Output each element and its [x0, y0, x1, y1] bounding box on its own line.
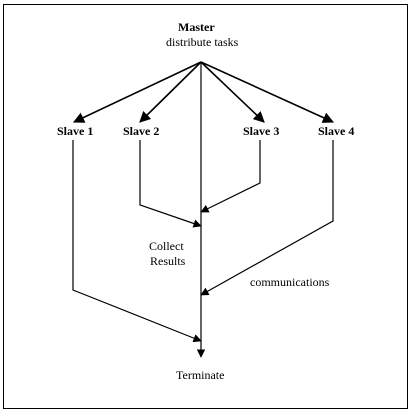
arrow-slave-1-to-terminate [72, 140, 202, 343]
master-subtitle: distribute tasks [166, 35, 239, 49]
arrow-master-to-slave-2 [139, 61, 202, 123]
slave-4-label: Slave 4 [318, 124, 355, 138]
terminate-label: Terminate [176, 368, 225, 382]
arrow-master-to-slave-4 [200, 61, 335, 123]
arrow-master-to-slave-3 [200, 61, 265, 123]
arrow-slave-2-to-collect [139, 140, 202, 228]
collect-results-line-2: Results [150, 254, 186, 268]
slave-1-label: Slave 1 [57, 124, 94, 138]
master-title: Master [178, 20, 215, 34]
arrow-master-to-slave-1 [72, 61, 202, 123]
communications-label: communications [250, 275, 330, 289]
slave-3-label: Slave 3 [243, 124, 280, 138]
slave-2-label: Slave 2 [123, 124, 160, 138]
arrow-slave-4-to-communications [200, 140, 334, 296]
arrow-slave-3-to-collect [200, 140, 261, 213]
collect-results-line-1: Collect [149, 239, 184, 253]
